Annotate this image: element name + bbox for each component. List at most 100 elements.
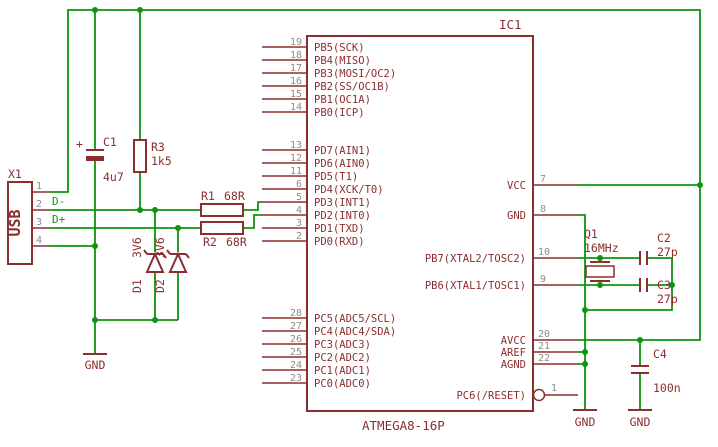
junction-dot <box>582 349 588 355</box>
pin-name: PC5(ADC5/SCL) <box>314 313 396 325</box>
pin-name: PC1(ADC1) <box>314 365 371 377</box>
pin-number: 8 <box>540 204 546 215</box>
pin-number: 4 <box>296 205 302 216</box>
gnd-symbol-right-1[interactable]: GND <box>573 409 597 429</box>
resistor-r1[interactable]: R1 68R <box>200 189 245 217</box>
zener-diode-d2[interactable]: 3V6 D2 <box>153 237 190 293</box>
wire-vcc-net[interactable] <box>50 9 701 366</box>
c4-ref-label: C4 <box>653 347 667 361</box>
net-label-dplus: D+ <box>52 213 66 226</box>
junction-dot <box>152 207 158 213</box>
pin-number: 18 <box>290 50 302 61</box>
pin-number: 24 <box>290 360 302 371</box>
pin-number: 25 <box>290 347 302 358</box>
wire-dminus-net[interactable] <box>50 172 262 252</box>
pin-name: PD0(RXD) <box>314 236 365 248</box>
d2-ref-label: D2 <box>153 279 167 293</box>
ic1-left-pin-stubs <box>262 46 307 384</box>
pin-name: PD1(TXD) <box>314 223 365 235</box>
pin-name: PB6(XTAL1/TOSC1) <box>425 280 526 292</box>
pin-name: PB1(OC1A) <box>314 94 371 106</box>
pin-name: PB3(MOSI/OC2) <box>314 68 396 80</box>
junction-dot <box>697 182 703 188</box>
gnd-symbol-left[interactable]: GND <box>83 353 107 372</box>
gnd-label: GND <box>575 415 596 429</box>
pin-number: 16 <box>290 76 302 87</box>
ic1-atmega8[interactable]: IC1 ATMEGA8-16P PB5(SCK) PB4(MISO) PB3(M… <box>262 17 578 433</box>
reset-inversion-bubble <box>532 388 546 402</box>
q1-ref-label: Q1 <box>584 227 598 241</box>
c1-value-label: 4u7 <box>103 170 124 184</box>
pin-name: PC3(ADC3) <box>314 339 371 351</box>
pin-name: PB7(XTAL2/TOSC2) <box>425 253 526 265</box>
usb-ref-label: X1 <box>8 167 22 181</box>
pin-name: PB2(SS/OC1B) <box>314 81 390 93</box>
r2-ref-label: R2 <box>203 235 217 249</box>
junction-dot <box>137 207 143 213</box>
capacitor-c3[interactable]: C3 27p <box>639 278 678 306</box>
c2-ref-label: C2 <box>657 231 671 245</box>
pin-name: PB4(MISO) <box>314 55 371 67</box>
wire-gnd-left-net[interactable] <box>50 161 179 354</box>
pin-name: GND <box>507 210 526 222</box>
junction-dot <box>597 282 603 288</box>
gnd-symbol-right-2[interactable]: GND <box>628 409 652 429</box>
r1-ref-label: R1 <box>201 189 215 203</box>
pin-name: PC4(ADC4/SDA) <box>314 326 396 338</box>
r1-value-label: 68R <box>224 189 245 203</box>
c3-ref-label: C3 <box>657 278 671 292</box>
junction-dot <box>597 255 603 261</box>
capacitor-c4[interactable]: C4 100n <box>631 347 681 395</box>
resistor-r2[interactable]: R2 68R <box>200 221 247 249</box>
junction-dot <box>152 317 158 323</box>
pin-name: AGND <box>501 359 526 371</box>
junction-dot <box>137 7 143 13</box>
ic1-right-pin-stubs <box>533 184 578 396</box>
c1-plus-sign: + <box>76 137 83 151</box>
usb-connector-x1[interactable]: X1 USB 1 2 3 4 <box>6 167 50 265</box>
pin-number: 13 <box>290 140 302 151</box>
pin-name: AVCC <box>501 335 526 347</box>
pin-number: 2 <box>296 231 302 242</box>
pin-number: 3 <box>296 218 302 229</box>
pin-name: PD5(T1) <box>314 171 358 183</box>
pin-name: PD3(INT1) <box>314 197 371 209</box>
usb-pin-number-4: 4 <box>36 235 42 246</box>
c4-value-label: 100n <box>653 381 681 395</box>
pin-name: VCC <box>507 180 526 192</box>
junction-dot <box>92 7 98 13</box>
pin-number: 1 <box>551 383 557 394</box>
crystal-q1[interactable]: Q1 16MHz <box>584 227 619 282</box>
pin-number: 15 <box>290 89 302 100</box>
resistor-r3[interactable]: R3 1k5 <box>133 139 172 173</box>
pin-name: PD4(XCK/T0) <box>314 184 384 196</box>
pin-number: 12 <box>290 153 302 164</box>
pin-number: 23 <box>290 373 302 384</box>
r3-ref-label: R3 <box>151 140 165 154</box>
junction-dot <box>582 307 588 313</box>
gnd-label: GND <box>630 415 651 429</box>
pin-number: 26 <box>290 334 302 345</box>
pin-name: PD7(AIN1) <box>314 145 371 157</box>
junction-dot <box>582 361 588 367</box>
r2-value-label: 68R <box>226 235 247 249</box>
ic1-ref-label: IC1 <box>499 17 522 32</box>
d1-value-label: 3V6 <box>130 237 144 258</box>
c1-ref-label: C1 <box>103 135 117 149</box>
pin-name: PB5(SCK) <box>314 42 365 54</box>
pin-number: 10 <box>538 247 550 258</box>
capacitor-c1[interactable]: + C1 4u7 <box>76 135 124 184</box>
c3-value-label: 27p <box>657 292 678 306</box>
pin-number: 9 <box>540 274 546 285</box>
pin-number: 27 <box>290 321 302 332</box>
pin-number: 11 <box>290 166 302 177</box>
pin-name: PD2(INT0) <box>314 210 371 222</box>
zener-diode-d1[interactable]: 3V6 D1 <box>130 237 167 293</box>
pin-name: PC2(ADC2) <box>314 352 371 364</box>
pin-name: PB0(ICP) <box>314 107 365 119</box>
capacitor-c2[interactable]: C2 27p <box>639 231 678 265</box>
r3-value-label: 1k5 <box>151 154 172 168</box>
junction-dot <box>637 337 643 343</box>
pin-name: PD6(AIN0) <box>314 158 371 170</box>
